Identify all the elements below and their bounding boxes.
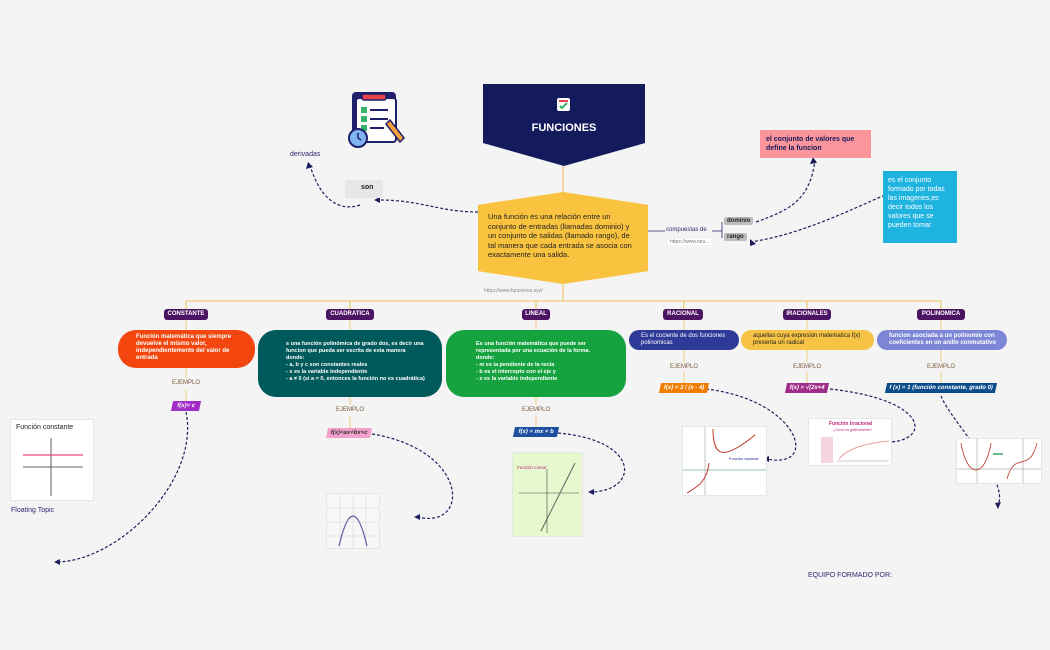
ejemplo-label-racional: EJEMPLO — [669, 364, 698, 370]
racional-graph-thumbnail[interactable]: Función racional — [682, 426, 767, 496]
title-node[interactable]: FUNCIONES — [483, 84, 645, 166]
irracional-description-text: aquellas cuya expresion matematica f(x) … — [753, 333, 861, 346]
compuestas-link[interactable]: https://www.neu... — [668, 239, 712, 245]
definition-link[interactable]: https://www.funciones.xyz/ — [484, 288, 543, 294]
cuadratica-description[interactable]: s una función polinómica de grado dos, e… — [258, 330, 442, 397]
irracional-graph-thumbnail[interactable]: Función Irracional ¿Cómo es gráficamente… — [808, 418, 892, 466]
irracional-graph-title: Función Irracional — [829, 421, 873, 427]
compuestas-label: compuestas de — [666, 227, 707, 233]
dominio-note-text: el conjunto de valores que define la fun… — [766, 136, 855, 152]
lineal-graph-title: Función Lineal — [517, 465, 547, 470]
definition-node[interactable]: Una función es una relación entre un con… — [478, 192, 648, 284]
team-label: EQUIPO FORMADO POR: — [808, 572, 893, 579]
clipboard-illustration — [346, 90, 412, 152]
constante-graph-thumbnail[interactable]: Función constante — [10, 419, 94, 501]
branch-header-polinomica[interactable]: POLINOMICA — [917, 309, 965, 320]
polinomica-graph-thumbnail[interactable] — [956, 438, 1042, 484]
lineal-description-text: Es una función matemática que puede ser … — [476, 341, 591, 382]
function-icon — [556, 96, 572, 112]
irracional-description[interactable]: aquellas cuya expresion matematica f(x) … — [741, 330, 874, 350]
ejemplo-label-constante: EJEMPLO — [171, 380, 200, 386]
formula-lineal[interactable]: f(x) = mx + b — [512, 427, 560, 437]
rango-note-text: es el conjunto formado por todas las ima… — [888, 177, 945, 229]
son-label: son — [361, 184, 374, 191]
branch-header-irracional[interactable]: IRACIONALES — [783, 309, 831, 320]
lineal-graph-thumbnail[interactable]: Función Lineal — [512, 452, 583, 537]
formula-constante[interactable]: f(x)= c — [170, 401, 202, 411]
racional-graph-title: Función racional — [729, 456, 759, 461]
title-text: FUNCIONES — [531, 122, 597, 134]
branch-header-racional[interactable]: RACIONAL — [663, 309, 703, 320]
ejemplo-label-irracional: EJEMPLO — [792, 364, 821, 370]
cuadratica-description-text: s una función polinómica de grado dos, e… — [286, 341, 425, 382]
formula-irracional[interactable]: f(x) = √(2x+4 — [784, 383, 830, 393]
formula-racional[interactable]: f(x) = 3 / (x - 4) — [658, 383, 710, 393]
rango-tag[interactable]: rango — [724, 233, 747, 241]
racional-description[interactable]: Es el cociente de dos funciones polinomi… — [629, 330, 739, 350]
constante-description-text: Función matemática que siempre devuelve … — [136, 334, 232, 361]
definition-text: Una función es una relación entre un con… — [488, 212, 632, 259]
son-node[interactable]: son — [345, 180, 383, 198]
irracional-graph-subtitle: ¿Cómo es gráficamente? — [833, 428, 873, 432]
ejemplo-label-cuadratica: EJEMPLO — [335, 407, 364, 413]
polinomica-description-text: funcion asociada a un polinomio con coef… — [889, 333, 997, 346]
cuadratica-graph-thumbnail[interactable] — [326, 493, 380, 549]
constante-graph-title: Función constante — [16, 424, 74, 431]
formula-polinomica[interactable]: f (x) = 1 (función constante, grado 0) — [884, 383, 998, 393]
rango-note[interactable]: es el conjunto formado por todas las ima… — [883, 171, 957, 243]
branch-header-lineal[interactable]: LINEAL — [522, 309, 550, 320]
constante-description[interactable]: Función matemática que siempre devuelve … — [118, 330, 255, 368]
dominio-tag[interactable]: dominio — [724, 217, 754, 225]
branch-header-cuadratica[interactable]: CUADRATICA — [326, 309, 374, 320]
polinomica-description[interactable]: funcion asociada a un polinomio con coef… — [877, 330, 1007, 350]
dominio-note[interactable]: el conjunto de valores que define la fun… — [760, 130, 871, 158]
derivadas-label[interactable]: derivadas — [290, 151, 321, 158]
formula-cuadratica[interactable]: f(x)=ax+bx+c — [325, 428, 373, 438]
racional-description-text: Es el cociente de dos funciones polinomi… — [641, 333, 726, 346]
floating-topic[interactable]: Floating Topic — [11, 507, 55, 514]
branch-header-constante[interactable]: CONSTANTE — [164, 309, 208, 320]
ejemplo-label-lineal: EJEMPLO — [521, 407, 550, 413]
ejemplo-label-polinomica: EJEMPLO — [926, 364, 955, 370]
lineal-description[interactable]: Es una función matemática que puede ser … — [446, 330, 626, 397]
